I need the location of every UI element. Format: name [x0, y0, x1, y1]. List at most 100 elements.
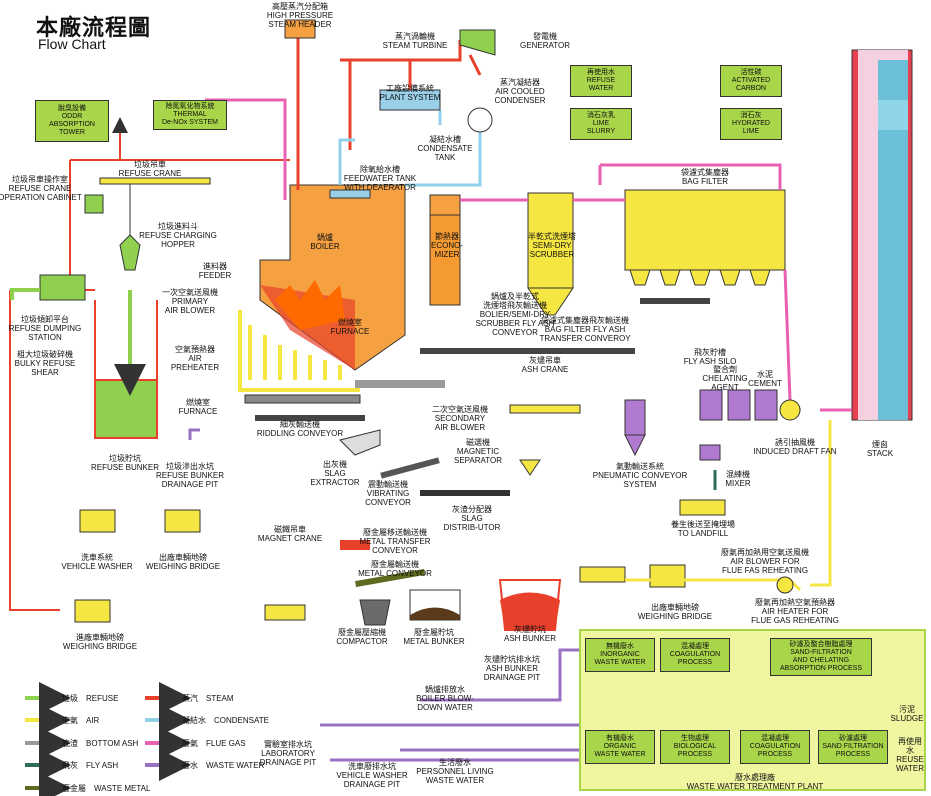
label-en: ECONO- MIZER — [431, 241, 463, 259]
label-zh: 垃圾吊車操作室 — [11, 175, 68, 184]
label-en: BOILER BLOW- DOWN WATER — [416, 694, 474, 712]
label-en: SEMI-DRY SCRUBBER — [529, 241, 575, 259]
label-en: AIR BLOWER FOR FLUE FAS REHEATING — [721, 557, 809, 575]
label-en: GENERATOR — [520, 41, 570, 50]
legend-en: FLUE GAS — [206, 739, 246, 748]
label-en: BAG FILTER FLY ASH TRANSFER CONVEROY — [539, 325, 631, 343]
label-en: BOLIER/SEMI-DRY SCRUBBER FLY ASH CONVEYO… — [475, 310, 555, 337]
label-en: FLY ASH SILO — [683, 357, 737, 366]
label-zh: 袋濾式集塵器 — [681, 168, 729, 177]
label-zh: 廢金屬輸送機 — [370, 560, 419, 569]
label-zh: 出廠車輛地磅 — [650, 603, 699, 612]
stack-icon — [851, 49, 913, 421]
label-zh: 垃圾吊車 — [134, 160, 166, 169]
label-en: BULKY REFUSE SHEAR — [14, 359, 76, 377]
label-zh: 混練機 — [726, 470, 750, 479]
label-zh: 出廠車輛地磅 — [158, 553, 207, 562]
label-zh: 廢金屬貯坑 — [414, 628, 454, 637]
furnace-fire — [275, 280, 345, 330]
label-zh: 細灰輸送機 — [279, 420, 320, 429]
label-zh: 進料器 — [202, 262, 227, 271]
legend-en: FLY ASH — [86, 761, 119, 770]
label-zh: 燃燒室 — [337, 318, 362, 327]
label-en: VIBRATING CONVEYOR — [365, 489, 411, 507]
label-en: VEHICLE WASHER — [61, 562, 133, 571]
label-zh: 出灰機 — [322, 460, 347, 469]
label-en: STEAM TURBINE — [382, 41, 448, 50]
label-en: PLANT SYSTEM — [379, 93, 441, 102]
label-en: FURNACE — [178, 407, 218, 416]
label-en: AIR PREHEATER — [170, 354, 220, 372]
label-zh: 蒸汽渦輪機 — [395, 32, 435, 41]
label-zh: 發電機 — [533, 32, 557, 41]
label-en: TO LANDFILL — [677, 529, 729, 538]
legend-en: BOTTOM ASH — [86, 739, 139, 748]
label-zh: 廢氣再加熱用空氣送風機 — [721, 548, 809, 557]
label-zh: 灰燼貯坑 — [513, 625, 546, 634]
label-zh: 洗車系統 — [81, 553, 113, 562]
label-zh: 實驗室排水坑 — [263, 740, 312, 749]
label-en: HIGH PRESSURE STEAM HEADER — [266, 11, 334, 29]
label-en: METAL CONVEYOR — [358, 569, 432, 578]
label-zh: 廢水處理廠 — [734, 773, 775, 782]
label-zh: 工廠設備系統 — [385, 84, 434, 93]
label-en: AIR HEATER FOR FLUE GAS REHEATING — [751, 607, 839, 625]
label-en: METAL TRANSFER CONVEYOR — [359, 537, 431, 555]
label-zh: 垃圾滲出水坑 — [165, 462, 214, 471]
label-en: CHELATING AGENT — [702, 374, 748, 392]
label-zh: 磁選機 — [465, 438, 490, 447]
label-en: FEEDER — [198, 271, 232, 280]
label-zh: 高壓蒸汽分配箱 — [271, 2, 328, 11]
bag-filter-shape — [624, 189, 786, 271]
label-en: SECONDARY AIR BLOWER — [434, 414, 486, 432]
refuse-bunker-shape — [94, 379, 158, 439]
label-en: STACK — [866, 449, 894, 458]
label-en: RIDDLING CONVEYOR — [256, 429, 344, 438]
label-zh: 空氣預熱器 — [175, 345, 215, 354]
label-zh: 生活廢水 — [438, 758, 471, 767]
label-en: METAL BUNKER — [403, 637, 465, 646]
label-en: MIXER — [725, 479, 751, 488]
label-zh: 鍋爐 — [317, 233, 333, 242]
legend-zh: 垃圾 — [62, 694, 78, 703]
label-zh: 氣動輸送系統 — [616, 462, 664, 471]
label-zh: 袋濾式集塵器飛灰輸送機 — [541, 316, 629, 325]
legend-zh: 底渣 — [62, 739, 78, 748]
